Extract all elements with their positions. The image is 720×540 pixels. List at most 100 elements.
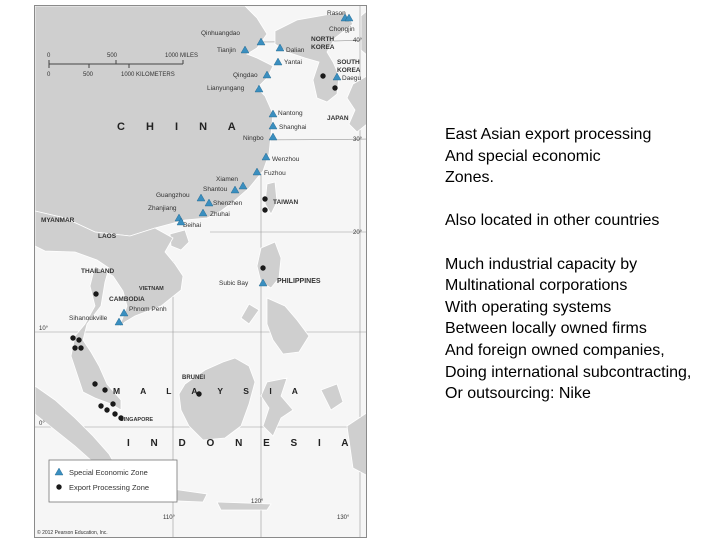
epz-marker	[118, 415, 124, 421]
notes-line: Doing international subcontracting,	[445, 363, 692, 381]
epz-marker	[102, 387, 108, 393]
laos-label: LAOS	[98, 233, 117, 240]
lon-110-label: 110°	[163, 515, 176, 521]
notes-line: Or outsourcing: Nike	[445, 385, 591, 403]
site-label-fuzhou: Fuzhou	[264, 170, 286, 177]
sez-marker-phnom-penh	[119, 308, 129, 317]
sez-marker-zhuhai	[198, 208, 208, 217]
epz-marker	[112, 411, 118, 417]
epz-marker	[98, 403, 104, 409]
site-label-guangzhou: Guangzhou	[156, 192, 190, 199]
epz-markers	[70, 73, 338, 421]
cambodia-label: CAMBODIA	[109, 296, 145, 303]
scale-km-500: 500	[83, 72, 94, 78]
epz-marker	[93, 291, 99, 297]
notes-line: And foreign owned companies,	[445, 341, 665, 359]
epz-marker	[262, 207, 268, 213]
notes-line: Also located in other countries	[445, 212, 660, 230]
map-legend: Special Economic Zone Export Processing …	[48, 459, 178, 503]
notes-line: Multinational corporations	[445, 277, 628, 295]
epz-marker	[262, 196, 268, 202]
philippines-label: PHILIPPINES	[277, 278, 321, 285]
south-korea-label-1: SOUTH	[337, 59, 360, 66]
site-label-subic-bay: Subic Bay	[219, 280, 249, 287]
epz-marker	[332, 85, 338, 91]
south-korea-label-2: KOREA	[337, 67, 361, 74]
legend-triangle-icon	[54, 467, 64, 476]
epz-marker	[260, 265, 266, 271]
north-korea-label-1: NORTH	[311, 36, 334, 43]
epz-marker	[78, 345, 84, 351]
lat-10-label: 10°	[39, 326, 49, 332]
epz-marker	[110, 401, 116, 407]
sez-marker-chongjin	[344, 13, 354, 22]
site-label-ningbo: Ningbo	[243, 135, 264, 142]
china-label: C H I N A	[117, 121, 245, 133]
sez-marker-lianyungang	[254, 84, 264, 93]
legend-sez-label: Special Economic Zone	[69, 468, 148, 477]
lat-30-label: 30°	[353, 137, 363, 143]
north-korea-label-2: KOREA	[311, 44, 335, 51]
myanmar-label: MYANMAR	[41, 217, 75, 224]
site-label-phnom-penh: Phnom Penh	[129, 306, 167, 313]
indonesia-label: I N D O N E S I A	[127, 438, 357, 449]
graticule-labels: 40° 30° 20° 10° 0° 110° 120° 130°	[39, 38, 363, 521]
taiwan-label: TAIWAN	[273, 199, 298, 206]
sez-marker-shenzhen	[204, 198, 214, 207]
site-label-sihanoukville: Sihanoukville	[69, 315, 108, 322]
site-label-shanghai: Shanghai	[279, 124, 306, 131]
sez-marker-qinhuangdao	[256, 37, 266, 46]
sez-marker-yantai	[273, 57, 283, 66]
sez-marker-shantou	[230, 185, 240, 194]
site-label-zhuhai: Zhuhai	[210, 211, 230, 218]
scale-km-0: 0	[47, 72, 51, 78]
notes-line: Zones.	[445, 169, 494, 187]
sez-marker-daegu	[332, 72, 342, 81]
site-label-qinhuangdao: Qinhuangdao	[201, 30, 240, 37]
sez-marker-fuzhou	[252, 167, 262, 176]
sez-marker-qingdao	[262, 70, 272, 79]
epz-marker	[76, 337, 82, 343]
epz-marker	[196, 391, 202, 397]
site-label-shenzhen: Shenzhen	[213, 200, 243, 207]
site-label-daegu: Daegu	[342, 75, 362, 82]
east-asia-map: 0 500 1000 MILES 0 500 1000 KILOMETERS 4…	[34, 5, 367, 538]
scale-miles-500: 500	[107, 53, 118, 59]
sez-marker-dalian	[275, 43, 285, 52]
brunei-label: BRUNEI	[182, 375, 205, 381]
scale-bar: 0 500 1000 MILES 0 500 1000 KILOMETERS	[47, 53, 198, 78]
sez-marker-ningbo	[268, 132, 278, 141]
country-labels: C H I N A NORTH KOREA SOUTH KOREA JAPAN …	[41, 36, 361, 449]
notes-line: And special economic	[445, 147, 601, 165]
site-label-zhanjiang: Zhanjiang	[148, 205, 177, 212]
lat-20-label: 20°	[353, 230, 363, 236]
singapore-label: SINGAPORE	[120, 417, 153, 423]
sez-marker-tianjin	[240, 45, 250, 54]
scale-miles-0: 0	[47, 53, 51, 59]
site-label-qingdao: Qingdao	[233, 72, 258, 79]
lat-40-label: 40°	[353, 38, 363, 44]
land-masses	[35, 6, 366, 511]
epz-marker	[104, 407, 110, 413]
site-label-dalian: Dalian	[286, 47, 305, 54]
site-label-xiamen: Xiamen	[216, 176, 238, 183]
sez-marker-xiamen	[238, 181, 248, 190]
malaysia-label: M A L A Y S I A	[113, 386, 307, 396]
legend-epz-label: Export Processing Zone	[69, 483, 149, 492]
epz-marker	[92, 381, 98, 387]
lat-0-label: 0°	[39, 421, 45, 427]
site-label-lianyungang: Lianyungang	[207, 85, 245, 92]
sez-marker-shanghai	[268, 121, 278, 130]
sez-marker-guangzhou	[196, 193, 206, 202]
sez-marker-wenzhou	[261, 152, 271, 161]
site-label-shantou: Shantou	[203, 186, 228, 193]
scale-miles-1000: 1000 MILES	[165, 53, 198, 59]
notes-line: East Asian export processing	[445, 126, 652, 143]
site-label-chongjin: Chongjin	[329, 26, 355, 33]
sez-marker-beihai	[176, 217, 186, 226]
site-labels: Rason Chongjin Qinhuangdao Tianjin Dalia…	[69, 10, 362, 322]
lon-120-label: 120°	[251, 499, 264, 505]
sez-markers	[114, 13, 354, 326]
sez-marker-sihanoukville	[114, 317, 124, 326]
epz-marker	[320, 73, 326, 79]
